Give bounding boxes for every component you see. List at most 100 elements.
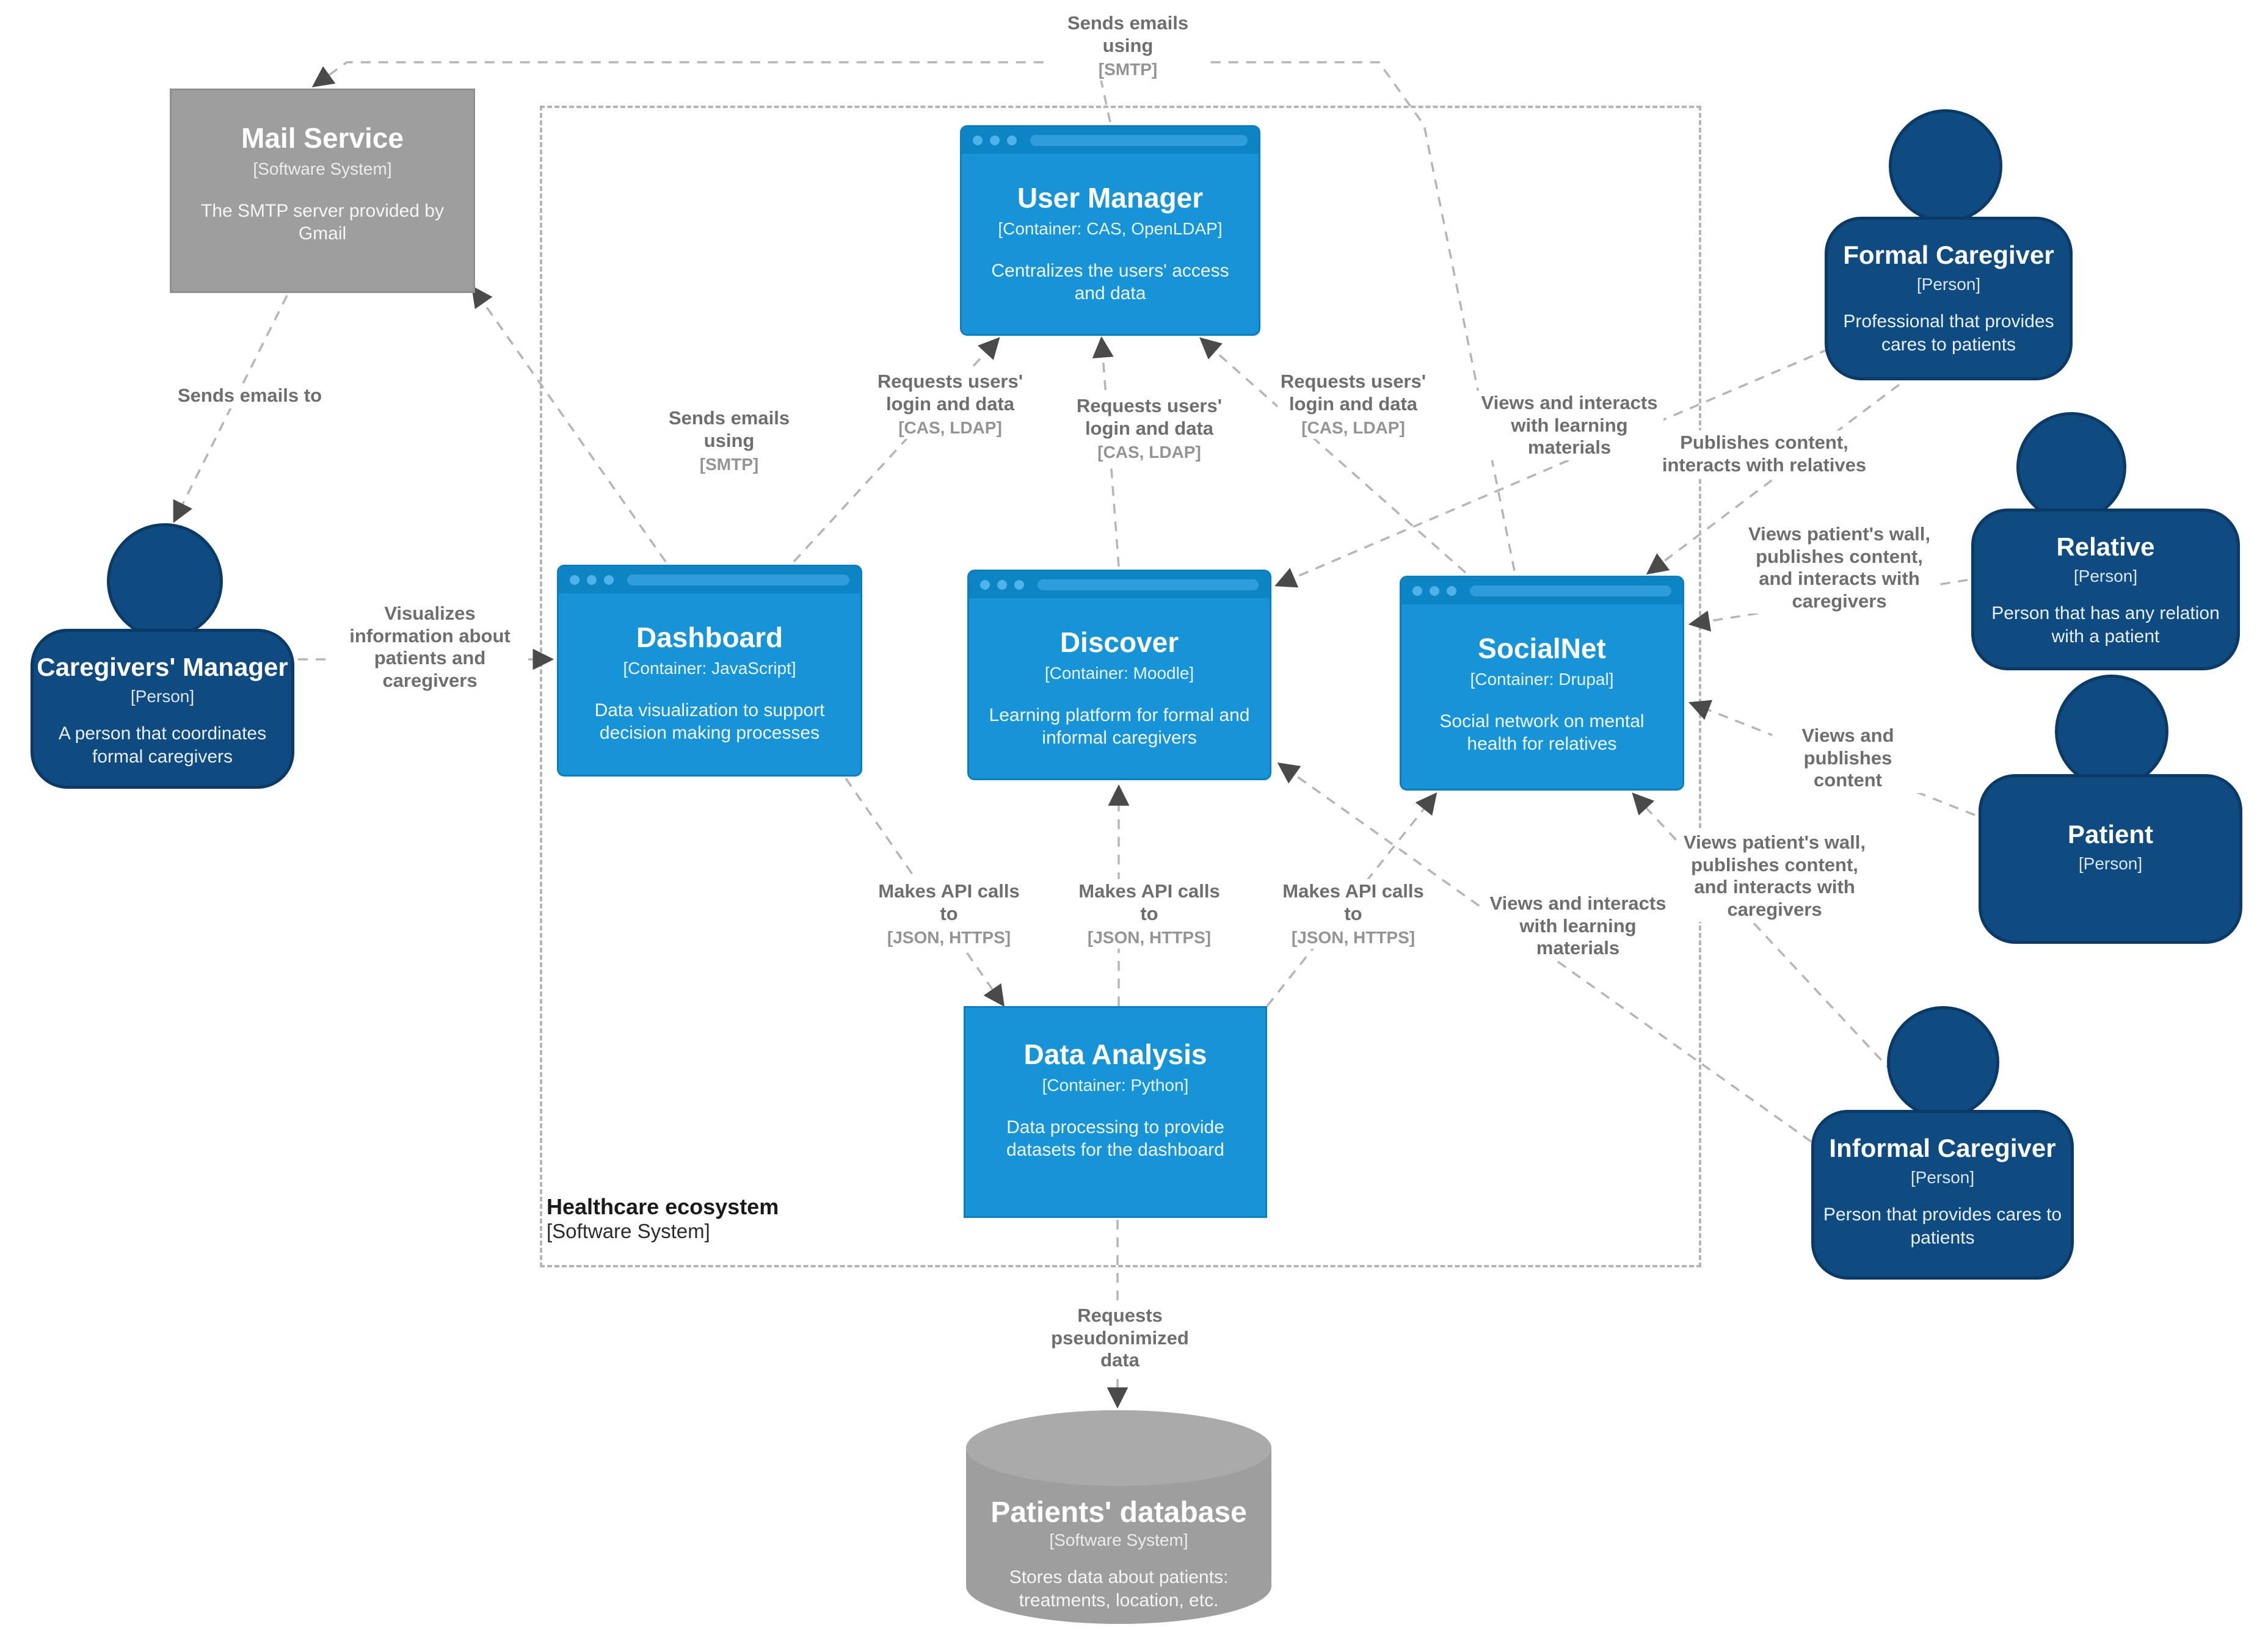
- edge-label-text: Visualizes information about patients an…: [349, 603, 511, 691]
- window-dot-icon: [997, 580, 1007, 590]
- edge-label-technology: [JSON, HTTPS]: [1291, 928, 1416, 947]
- edge-label-sends-emails-to: Sends emails to: [147, 383, 353, 408]
- address-bar: [1470, 585, 1671, 596]
- edge-label-text: Publishes content, interacts with relati…: [1662, 432, 1867, 476]
- node-patients-database: Patients' database [Software System] Sto…: [966, 1410, 1271, 1624]
- edge-label-technology: [CAS, LDAP]: [1301, 418, 1405, 438]
- edge-label-api-calls-3: Makes API calls to [JSON, HTTPS]: [1278, 879, 1429, 949]
- node-dashboard: Dashboard [Container: JavaScript] Data v…: [557, 565, 862, 777]
- edge-label-api-calls-1: Makes API calls to [JSON, HTTPS]: [873, 879, 1025, 949]
- node-data-analysis: Data Analysis [Container: Python] Data p…: [964, 1006, 1267, 1218]
- node-patient: Patient [Person]: [1979, 774, 2242, 944]
- node-title: Patients' database: [990, 1496, 1247, 1529]
- edge-label-text: Makes API calls to: [1282, 880, 1424, 924]
- edge-label-text: Sends emails to: [177, 385, 322, 406]
- node-meta: [Container: JavaScript]: [623, 658, 796, 678]
- edge-label-views-publishes-content: Views and publishes content: [1772, 723, 1924, 793]
- node-title: Relative: [2056, 532, 2155, 561]
- node-description: Stores data about patients: treatments, …: [1009, 1567, 1229, 1610]
- node-meta: [Person]: [2078, 854, 2143, 874]
- person-head-icon: [1889, 109, 2002, 223]
- node-description: Social network on mental health for rela…: [1439, 711, 1645, 755]
- node-description: The SMTP server provided by Gmail: [201, 200, 444, 244]
- node-informal-caregiver: Informal Caregiver [Person] Person that …: [1811, 1110, 2074, 1280]
- node-title: Informal Caregiver: [1829, 1134, 2056, 1162]
- node-description: Person that provides cares to patients: [1823, 1205, 2062, 1248]
- node-description: Centralizes the users' access and data: [991, 260, 1229, 304]
- window-dot-icon: [973, 136, 983, 145]
- edge-label-technology: [CAS, LDAP]: [1097, 443, 1201, 462]
- edge-label-text: Views patient's wall, publishes content,…: [1748, 523, 1930, 612]
- node-description: Data processing to provide datasets for …: [1006, 1117, 1224, 1161]
- window-dot-icon: [604, 575, 614, 585]
- boundary-title: Healthcare ecosystem: [547, 1194, 779, 1219]
- window-dot-icon: [1447, 586, 1456, 596]
- node-description: Data visualization to support decision m…: [594, 700, 825, 744]
- node-caregivers-manager: Caregivers' Manager [Person] A person th…: [31, 629, 294, 789]
- node-relative: Relative [Person] Person that has any re…: [1971, 509, 2240, 670]
- edge-label-technology: [JSON, HTTPS]: [887, 928, 1011, 947]
- window-dot-icon: [980, 580, 990, 590]
- browser-chrome-bar: [962, 127, 1259, 154]
- node-title: Formal Caregiver: [1843, 241, 2054, 269]
- edge-label-text: Views patient's wall, publishes content,…: [1684, 831, 1866, 920]
- node-title: Patient: [2067, 820, 2154, 849]
- node-meta: [Container: Python]: [1042, 1075, 1189, 1095]
- window-dot-icon: [1007, 136, 1017, 145]
- edge-label-requests-login-1: Requests users' login and data [CAS, LDA…: [874, 369, 1026, 440]
- edge-label-text: Sends emails using: [668, 407, 790, 451]
- node-formal-caregiver: Formal Caregiver [Person] Professional t…: [1825, 217, 2073, 380]
- node-meta: [Person]: [1910, 1168, 1975, 1187]
- node-description: Learning platform for formal and informa…: [989, 705, 1250, 748]
- node-meta: [Container: CAS, OpenLDAP]: [998, 219, 1223, 238]
- node-title: Caregivers' Manager: [37, 653, 288, 681]
- window-dot-icon: [570, 575, 580, 585]
- edge-label-text: Views and interacts with learning materi…: [1489, 893, 1666, 959]
- address-bar: [627, 574, 849, 585]
- node-meta: [Person]: [130, 687, 195, 706]
- edge-label-views-wall-top: Views patient's wall, publishes content,…: [1742, 522, 1936, 614]
- node-title: Mail Service: [241, 122, 404, 154]
- person-head-icon: [2016, 412, 2126, 522]
- edge-label-publishes-relatives: Publishes content, interacts with relati…: [1652, 430, 1877, 478]
- node-title: Data Analysis: [1023, 1038, 1207, 1070]
- address-bar: [1038, 579, 1259, 590]
- edge-label-text: Requests users' login and data: [1076, 395, 1223, 439]
- edge-label-api-calls-2: Makes API calls to [JSON, HTTPS]: [1074, 879, 1225, 949]
- node-title: SocialNet: [1478, 632, 1606, 664]
- person-head-icon: [1887, 1006, 1999, 1118]
- browser-chrome-bar: [969, 571, 1270, 598]
- node-description: Professional that provides cares to pati…: [1843, 311, 2054, 355]
- node-socialnet: SocialNet [Container: Drupal] Social net…: [1400, 576, 1684, 791]
- edge-label-technology: [CAS, LDAP]: [898, 418, 1002, 438]
- edge-label-text: Sends emails using: [1067, 12, 1189, 56]
- edge-label-requests-pseudonimized-data: Requests pseudonimized data: [1038, 1303, 1202, 1373]
- node-mail-service: Mail Service [Software System] The SMTP …: [170, 89, 475, 293]
- edge-label-technology: [SMTP]: [699, 455, 759, 474]
- node-discover: Discover [Container: Moodle] Learning pl…: [967, 570, 1271, 780]
- browser-chrome-bar: [559, 567, 860, 593]
- node-meta: [Person]: [2073, 567, 2138, 586]
- address-bar: [1030, 135, 1248, 146]
- window-dot-icon: [1014, 580, 1024, 590]
- window-dot-icon: [1412, 586, 1422, 596]
- node-meta: [Container: Moodle]: [1044, 663, 1194, 683]
- node-title: Dashboard: [636, 621, 783, 653]
- node-description: A person that coordinates formal caregiv…: [58, 723, 267, 767]
- node-description: Person that has any relation with a pati…: [1991, 603, 2220, 647]
- node-user-manager: User Manager [Container: CAS, OpenLDAP] …: [960, 125, 1260, 336]
- edge-label-views-wall-bottom: Views patient's wall, publishes content,…: [1677, 830, 1872, 922]
- edge-label-technology: [JSON, HTTPS]: [1087, 928, 1212, 947]
- edge-label-views-learning-top: Views and interacts with learning materi…: [1475, 391, 1663, 460]
- window-dot-icon: [1430, 586, 1439, 596]
- edge-label-sends-emails-smtp-dashboard: Sends emails using [SMTP]: [647, 406, 811, 476]
- edge-label-views-learning-bottom: Views and interacts with learning materi…: [1484, 891, 1672, 961]
- node-meta: [Container: Drupal]: [1470, 669, 1614, 689]
- edge-label-text: Makes API calls to: [878, 880, 1020, 924]
- node-title: Discover: [1059, 626, 1179, 658]
- edge-label-text: Makes API calls to: [1078, 880, 1220, 924]
- window-dot-icon: [990, 136, 1000, 145]
- edge-label-requests-login-2: Requests users' login and data [CAS, LDA…: [1074, 394, 1225, 464]
- edge-label-text: Views and publishes content: [1801, 725, 1894, 791]
